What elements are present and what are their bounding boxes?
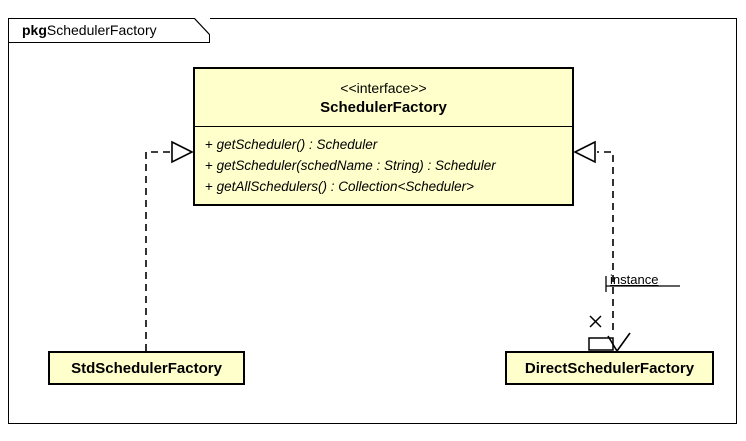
class-std-scheduler-factory[interactable]: StdSchedulerFactory: [48, 351, 245, 385]
edge-label-instance: instance: [610, 272, 659, 287]
package-tab: [8, 18, 210, 43]
package-label: pkgSchedulerFactory: [22, 21, 157, 39]
interface-operations: + getScheduler() : Scheduler + getSchedu…: [195, 127, 572, 197]
package-keyword: pkg: [22, 22, 47, 38]
operation-row: + getScheduler() : Scheduler: [205, 134, 572, 155]
operation-row: + getScheduler(schedName : String) : Sch…: [205, 155, 572, 176]
interface-stereotype: <<interface>>: [340, 80, 427, 96]
class-direct-scheduler-factory[interactable]: DirectSchedulerFactory: [505, 351, 714, 385]
interface-scheduler-factory[interactable]: <<interface>> SchedulerFactory + getSche…: [193, 67, 574, 206]
operation-signature: getScheduler() : Scheduler: [216, 137, 378, 152]
package-name: SchedulerFactory: [46, 22, 157, 38]
operation-signature: getScheduler(schedName : String) : Sched…: [216, 158, 496, 173]
package-frame: [8, 18, 737, 424]
operation-row: + getAllSchedulers() : Collection<Schedu…: [205, 176, 572, 197]
operation-visibility: +: [205, 158, 213, 173]
interface-name: SchedulerFactory: [320, 99, 447, 116]
class-name: StdSchedulerFactory: [71, 359, 222, 377]
operation-visibility: +: [205, 137, 213, 152]
interface-header: <<interface>> SchedulerFactory: [195, 69, 572, 127]
class-name: DirectSchedulerFactory: [524, 359, 695, 377]
operation-visibility: +: [205, 179, 213, 194]
operation-signature: getAllSchedulers() : Collection<Schedule…: [216, 179, 475, 194]
